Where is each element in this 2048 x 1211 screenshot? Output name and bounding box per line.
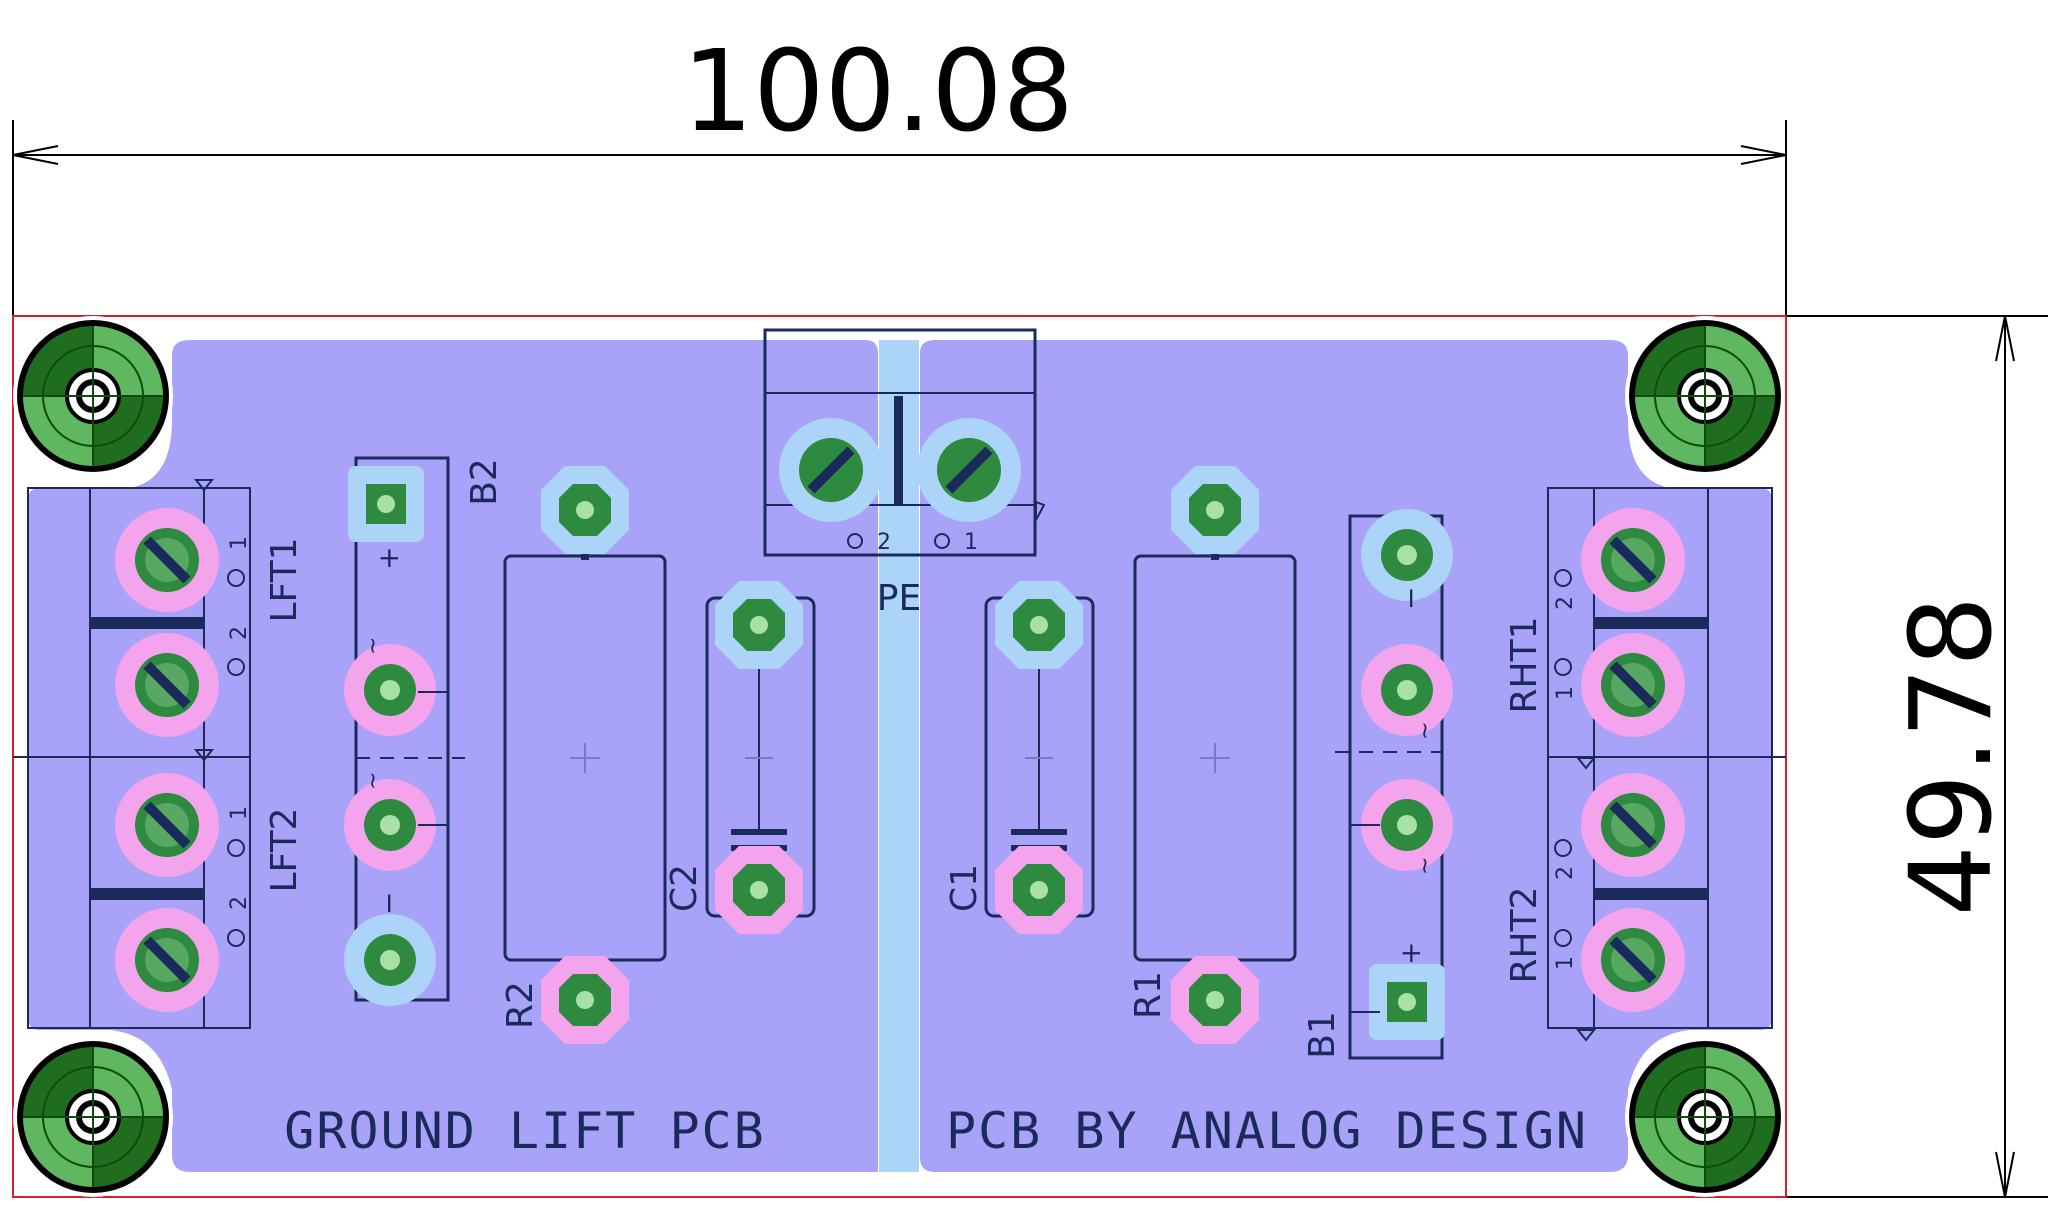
c1-capacitor: C1: [944, 581, 1095, 934]
lft2-pin-2-label: 2: [227, 896, 252, 910]
mounting-hole-top-right: [1625, 316, 1785, 476]
pe-ref-label: PE: [877, 578, 921, 619]
pe-terminal: 2 1 PE: [763, 328, 1046, 619]
b2-bridge-rectifier: + ~ ~ − B2: [344, 456, 505, 1006]
lft1-pin-2-label: 2: [227, 626, 252, 640]
r1-resistor: R1: [1128, 466, 1297, 1044]
b2-tilde-2-label: ~: [361, 772, 386, 790]
pe-pin-2-label: 2: [877, 530, 891, 555]
b2-minus-label: −: [372, 892, 405, 915]
r1-ref-label: R1: [1128, 971, 1169, 1019]
b1-bridge-rectifier: − ~ ~ + B1: [1302, 509, 1453, 1060]
rht2-pin-1-label: 1: [1553, 956, 1578, 970]
height-dimension-label: 49.78: [1887, 596, 2017, 917]
r2-ref-label: R2: [500, 981, 541, 1029]
lft1-pin-1-label: 1: [227, 536, 252, 550]
rht2-pin-2-label: 2: [1553, 866, 1578, 880]
b2-tilde-1-label: ~: [361, 637, 386, 655]
copper-zone-left: [28, 340, 878, 1172]
b1-minus-label: −: [1394, 587, 1427, 610]
r2-resistor: R2: [500, 466, 667, 1044]
width-dimension-label: 100.08: [682, 27, 1074, 157]
lft-pin-labels: 1 2 1 2 LFT1 LFT2: [227, 536, 305, 947]
c2-ref-label: C2: [664, 864, 705, 912]
height-dimension: 49.78: [1786, 315, 2048, 1198]
board-title-right: PCB BY ANALOG DESIGN: [946, 1102, 1588, 1160]
rht1-pin-1-label: 1: [1553, 686, 1578, 700]
rht1-pin-2-label: 2: [1553, 596, 1578, 610]
copper-zone-right: [920, 340, 1772, 1172]
b2-plus-label: +: [372, 547, 405, 570]
board-title-left: GROUND LIFT PCB: [284, 1102, 766, 1160]
mounting-hole-bottom-right: [1625, 1037, 1785, 1197]
rht2-ref-label: RHT2: [1504, 887, 1545, 984]
c2-capacitor: C2: [664, 581, 816, 934]
b1-ref-label: B1: [1302, 1011, 1343, 1059]
rht1-ref-label: RHT1: [1504, 617, 1545, 714]
pe-pin-1-label: 1: [964, 530, 978, 555]
rht-pin-labels: 2 1 2 1 RHT1 RHT2: [1504, 569, 1578, 984]
b2-ref-label: B2: [464, 458, 505, 506]
b1-plus-label: +: [1394, 942, 1427, 965]
width-dimension: 100.08: [12, 27, 1787, 318]
mounting-hole-bottom-left: [13, 1037, 173, 1197]
lft-terminal-blocks: [13, 479, 251, 1029]
mounting-hole-top-left: [13, 316, 173, 476]
lft2-pin-1-label: 1: [227, 806, 252, 820]
lft1-ref-label: LFT1: [264, 537, 305, 622]
rht-terminal-blocks: [1547, 487, 1786, 1042]
lft2-ref-label: LFT2: [264, 807, 305, 892]
c1-ref-label: C1: [944, 864, 985, 912]
b1-tilde-1-label: ~: [1413, 722, 1438, 740]
b1-tilde-2-label: ~: [1413, 857, 1438, 875]
